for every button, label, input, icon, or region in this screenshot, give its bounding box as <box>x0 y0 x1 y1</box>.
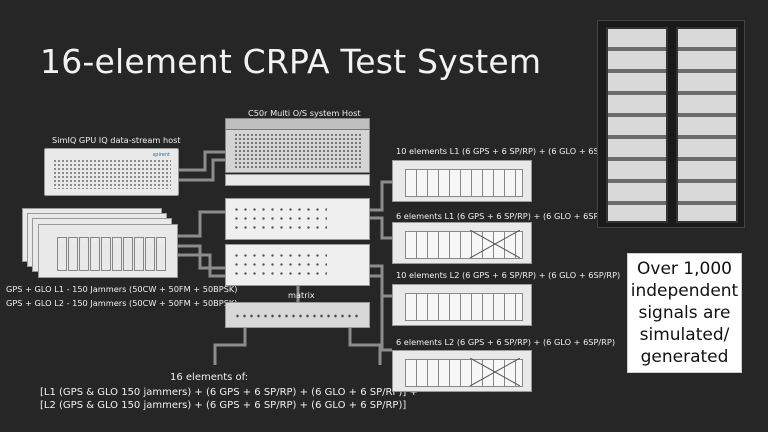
signal-generator-l1-10 <box>392 160 532 202</box>
slot: 8 <box>134 237 144 271</box>
callout-line: Over 1,000 <box>637 259 732 279</box>
generator-slots <box>405 169 523 197</box>
callout-line: independent <box>630 281 739 301</box>
generator-slots <box>405 293 523 321</box>
generator-label: 10 elements L2 (6 GPS + 6 SP/RP) + (6 GL… <box>396 270 621 280</box>
slot: 5 <box>101 237 111 271</box>
slot: 7 <box>123 237 133 271</box>
signal-generator-l1-6 <box>392 222 532 264</box>
callout-line: simulated/ <box>639 325 730 345</box>
page-title: 16-element CRPA Test System <box>40 42 542 81</box>
signals-callout: Over 1,000 independent signals are simul… <box>627 253 742 373</box>
combiner-ports <box>234 312 362 320</box>
unused-slots-cross <box>470 230 520 258</box>
slot: 9 <box>145 237 155 271</box>
matrix-ports <box>232 251 327 281</box>
slot: 6 <box>112 237 122 271</box>
matrix-ports <box>232 205 327 235</box>
callout-line: signals are <box>638 303 731 323</box>
matrix-unit-lower <box>225 244 370 286</box>
generator-slots <box>405 359 523 387</box>
vent-grille <box>53 159 171 189</box>
slot: 2 <box>68 237 78 271</box>
callout-line: generated <box>640 347 729 367</box>
unused-slots-cross <box>470 358 520 386</box>
slot: 3 <box>79 237 89 271</box>
bottom-line-2: [L1 (GPS & GLO 150 jammers) + (6 GPS + 6… <box>40 387 418 398</box>
jammer-chassis-front: 1 2 3 4 5 6 7 8 9 10 <box>38 224 178 278</box>
slot: 4 <box>90 237 100 271</box>
c50r-host <box>225 118 370 173</box>
matrix-label: matrix <box>288 290 315 300</box>
rack-cabinet-left <box>606 27 668 223</box>
generator-slots <box>405 231 523 259</box>
simiq-label: SimIQ GPU IQ data-stream host <box>52 135 181 145</box>
slot: 10 <box>156 237 166 271</box>
matrix-unit-upper <box>225 198 370 240</box>
jammer-l1-label: GPS + GLO L1 - 150 Jammers (50CW + 50FM … <box>6 284 238 294</box>
generator-label: 10 elements L1 (6 GPS + 6 SP/RP) + (6 GL… <box>396 146 621 156</box>
simiq-brand: spirent <box>152 152 170 158</box>
bottom-line-3: [L2 (GPS & GLO 150 jammers) + (6 GPS + 6… <box>40 400 407 411</box>
generator-label: 6 elements L1 (6 GPS + 6 SP/RP) + (6 GLO… <box>396 211 616 221</box>
bottom-line-1: 16 elements of: <box>170 372 249 383</box>
jammer-l2-label: GPS + GLO L2 - 150 Jammers (50CW + 50FM … <box>6 298 238 308</box>
host-vent-grille <box>234 133 362 169</box>
signal-generator-l2-6 <box>392 350 532 392</box>
jammer-slot-row: 1 2 3 4 5 6 7 8 9 10 <box>57 237 166 271</box>
signal-generator-l2-10 <box>392 284 532 326</box>
host-drive-bay <box>225 174 370 186</box>
generator-label: 6 elements L2 (6 GPS + 6 SP/RP) + (6 GLO… <box>396 337 616 347</box>
simiq-host: spirent <box>44 148 179 196</box>
rack-photo <box>597 20 745 228</box>
host-top-bar <box>226 119 369 130</box>
rack-cabinet-right <box>676 27 738 223</box>
combiner-unit <box>225 302 370 328</box>
host-label: C50r Multi O/S system Host <box>248 108 361 118</box>
slot: 1 <box>57 237 67 271</box>
